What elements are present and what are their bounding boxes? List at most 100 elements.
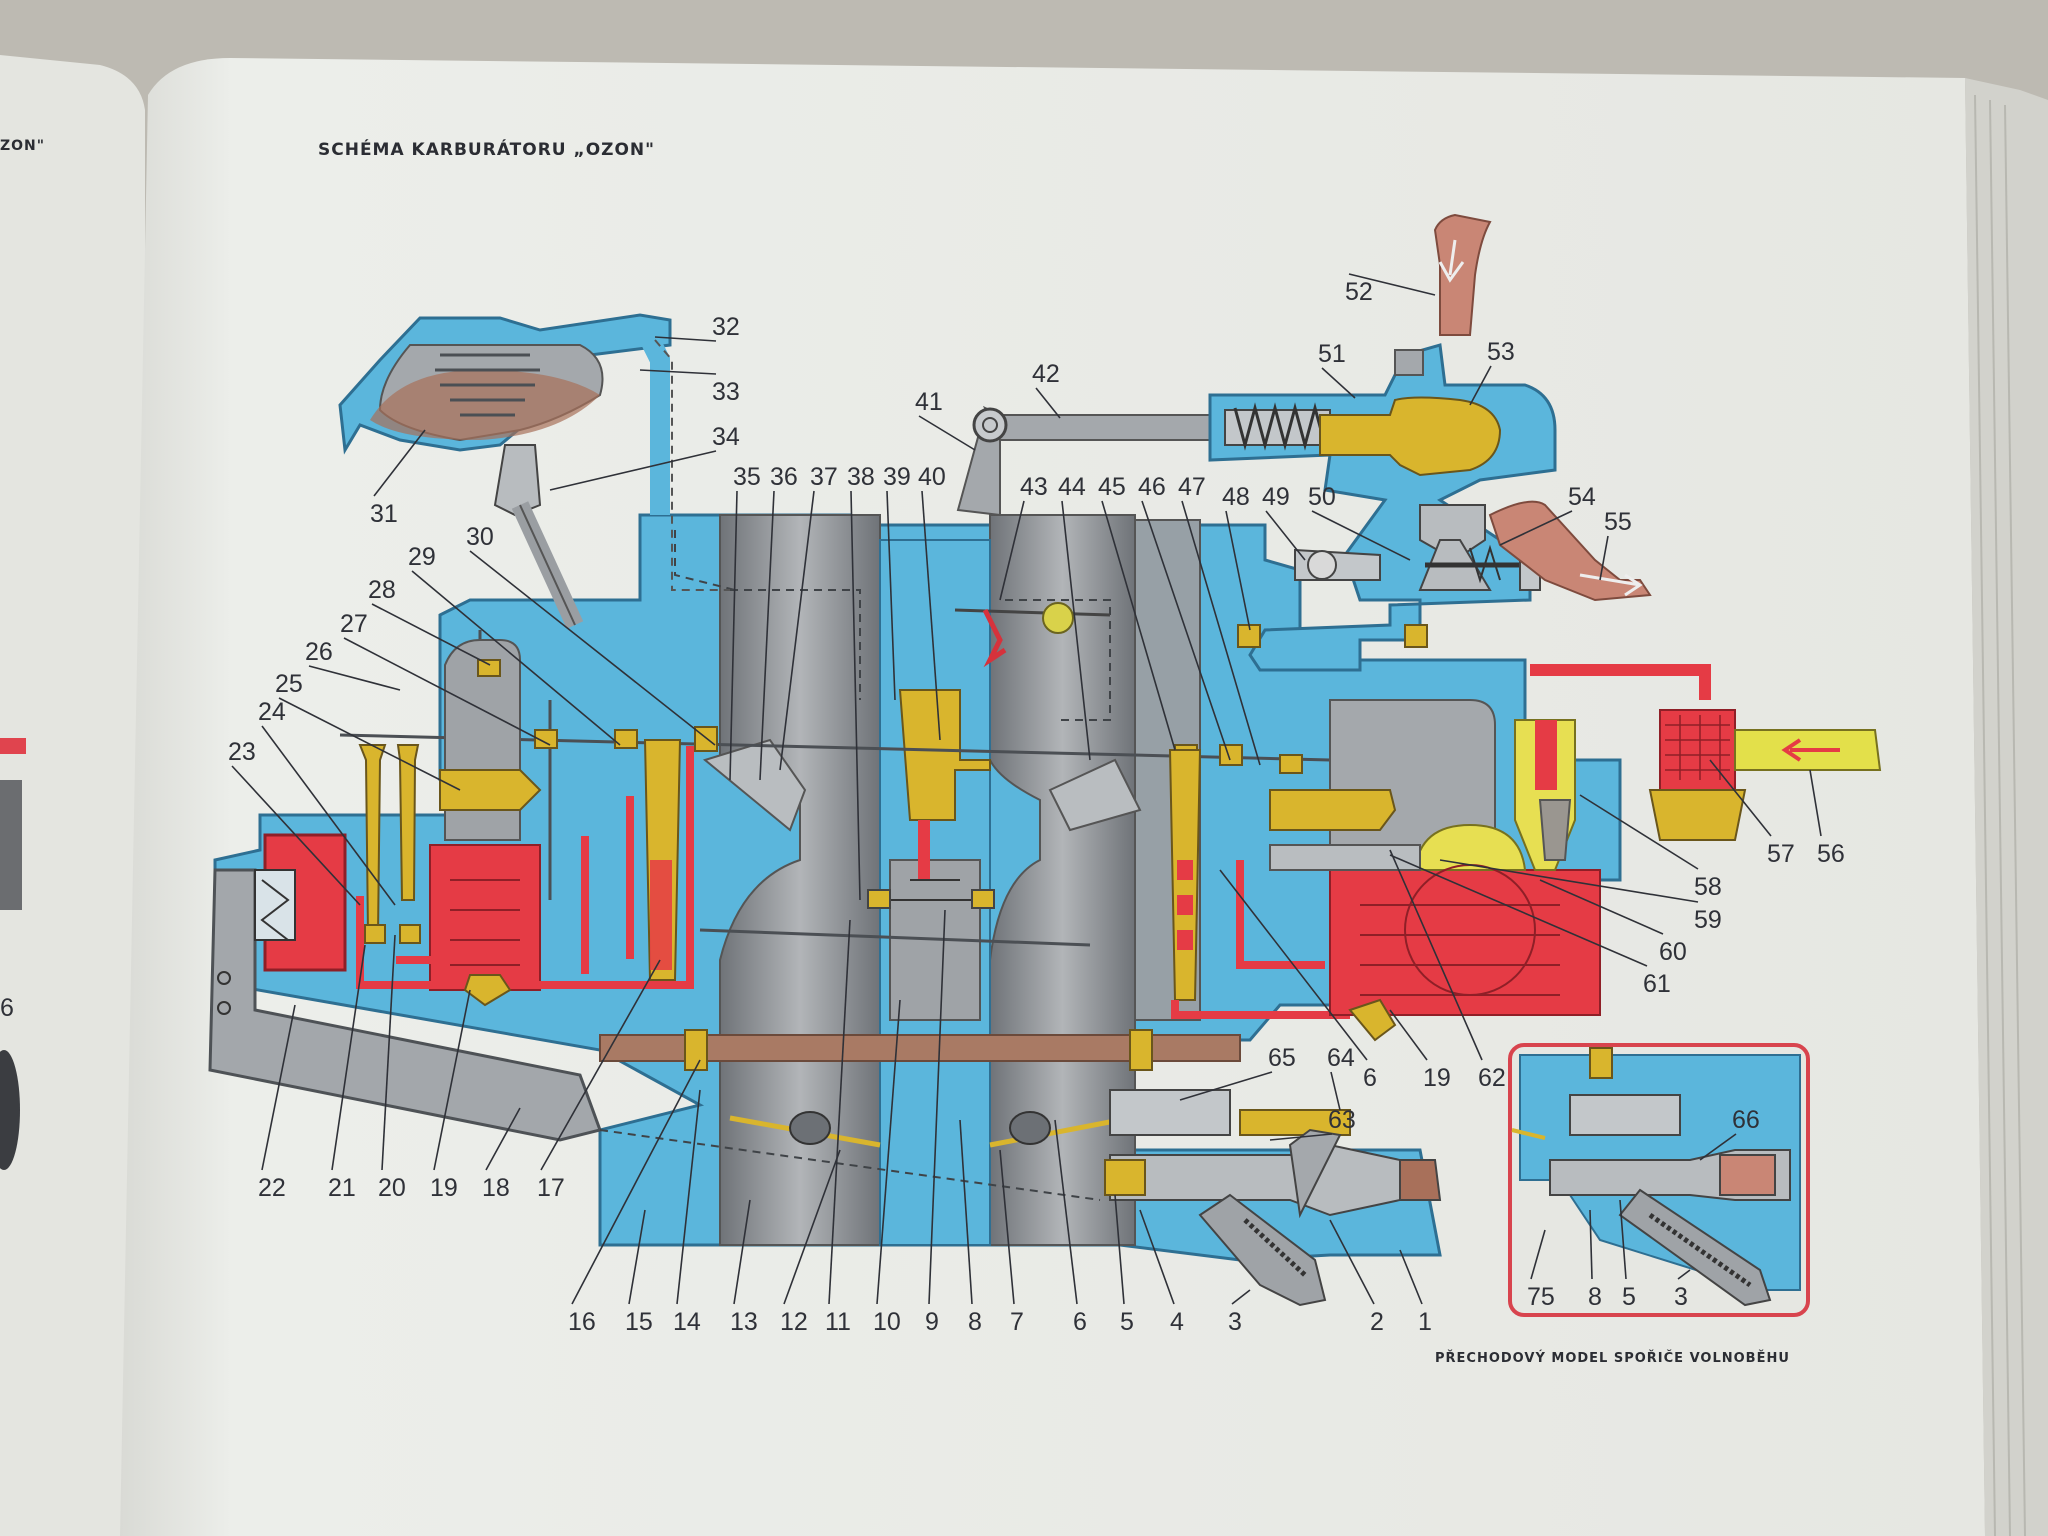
leader-line xyxy=(1469,365,1492,406)
callout-number: 42 xyxy=(1032,360,1060,388)
callout-number: 56 xyxy=(1817,840,1845,868)
callout-number: 5 xyxy=(1120,1308,1134,1336)
leader-line xyxy=(654,336,717,342)
callout-number: 12 xyxy=(780,1308,808,1336)
leader-line xyxy=(571,1059,701,1305)
callout-number: 18 xyxy=(482,1174,510,1202)
leader-line xyxy=(1225,510,1251,631)
leader-line xyxy=(1054,1119,1078,1305)
callout-number: 40 xyxy=(918,463,946,491)
leader-line xyxy=(918,415,976,451)
leader-line xyxy=(729,490,738,781)
callout-number: 57 xyxy=(1767,840,1795,868)
leader-line xyxy=(308,665,401,691)
leader-line xyxy=(886,490,896,701)
leader-line xyxy=(411,570,621,746)
callout-number: 55 xyxy=(1604,508,1632,536)
leader-line xyxy=(1141,500,1231,761)
callout-number: 32 xyxy=(712,313,740,341)
idle-mixture-screw xyxy=(1269,844,1421,871)
callout-number: 58 xyxy=(1694,873,1722,901)
callout-number: 11 xyxy=(825,1308,851,1336)
leader-line xyxy=(628,1209,646,1305)
callout-number: 39 xyxy=(883,463,911,491)
float xyxy=(1413,823,1527,871)
leader-line xyxy=(783,1149,841,1305)
callout-number: 24 xyxy=(258,698,286,726)
leader-line xyxy=(1589,1209,1593,1280)
economizer-piston xyxy=(1319,396,1502,477)
leader-line xyxy=(1139,1209,1175,1305)
leader-line xyxy=(1699,1133,1737,1161)
callout-number: 19 xyxy=(1423,1064,1451,1092)
leader-line xyxy=(1179,1071,1273,1101)
callout-number: 8 xyxy=(968,1308,982,1336)
leader-line xyxy=(959,1119,973,1305)
inset-caption: PŘECHODOVÝ MODEL SPOŘIČE VOLNOBĚHU xyxy=(1435,1350,1790,1366)
callout-number: 64 xyxy=(1327,1044,1355,1072)
leader-line xyxy=(1231,1289,1251,1305)
callout-number: 44 xyxy=(1058,473,1086,501)
callout-number: 21 xyxy=(328,1174,356,1202)
callout-number: 5 xyxy=(1622,1283,1636,1311)
callout-number: 75 xyxy=(1527,1283,1555,1311)
leader-line xyxy=(1219,869,1368,1061)
callout-number: 3 xyxy=(1228,1308,1242,1336)
callout-number: 6 xyxy=(1363,1064,1377,1092)
leader-line xyxy=(1709,759,1772,837)
callout-number: 48 xyxy=(1222,483,1250,511)
leader-line xyxy=(1061,500,1091,761)
callout-number: 7 xyxy=(1010,1308,1024,1336)
callout-number: 65 xyxy=(1268,1044,1296,1072)
leader-line xyxy=(231,765,361,906)
leader-line xyxy=(1348,273,1436,296)
callout-number: 30 xyxy=(466,523,494,551)
leader-line xyxy=(1269,1133,1333,1141)
choke-arrow xyxy=(982,608,1007,668)
callout-number: 31 xyxy=(370,500,398,528)
callout-number: 22 xyxy=(258,1174,286,1202)
leader-line xyxy=(1579,794,1699,870)
leader-line xyxy=(1389,1009,1428,1061)
callout-number: 29 xyxy=(408,543,436,571)
vacuum-inlet-pipe xyxy=(1433,213,1492,336)
leader-line xyxy=(1389,854,1648,967)
callout-number: 34 xyxy=(712,423,740,451)
callout-number: 9 xyxy=(925,1308,939,1336)
leader-line xyxy=(639,369,717,375)
leader-line xyxy=(371,603,491,666)
leader-line xyxy=(999,500,1025,601)
left-page-number: 6 xyxy=(0,994,14,1022)
leader-line xyxy=(1114,1194,1125,1305)
leader-line xyxy=(1330,1071,1341,1111)
left-page-fragment: ZON" xyxy=(0,138,45,154)
callout-number: 23 xyxy=(228,738,256,766)
callout-number: 50 xyxy=(1308,483,1336,511)
leader-line xyxy=(540,959,661,1171)
callout-number: 53 xyxy=(1487,338,1515,366)
leader-line xyxy=(1311,510,1411,561)
leader-line xyxy=(261,725,396,906)
leader-lines xyxy=(231,273,1822,1305)
leader-line xyxy=(876,999,901,1305)
callout-number: 62 xyxy=(1478,1064,1506,1092)
leader-line xyxy=(850,490,861,901)
leader-line xyxy=(928,909,946,1305)
leader-line xyxy=(1101,500,1176,751)
leader-line xyxy=(381,934,396,1171)
choke-shaft xyxy=(1042,602,1074,634)
float-chamber-fuel xyxy=(429,844,541,991)
callout-number: 10 xyxy=(873,1308,901,1336)
callout-number: 59 xyxy=(1694,906,1722,934)
callout-number: 17 xyxy=(537,1174,565,1202)
throttle-plate-secondary xyxy=(989,1117,1121,1148)
page-title: SCHÉMA KARBURÁTORU „OZON" xyxy=(318,138,655,160)
leader-line xyxy=(779,490,815,771)
leader-line xyxy=(676,1089,701,1305)
callout-number: 35 xyxy=(733,463,761,491)
callout-number: 38 xyxy=(847,463,875,491)
leader-line xyxy=(1321,367,1356,399)
callout-number: 63 xyxy=(1328,1106,1356,1134)
leader-line xyxy=(1677,1269,1691,1280)
callout-number: 6 xyxy=(1073,1308,1087,1336)
